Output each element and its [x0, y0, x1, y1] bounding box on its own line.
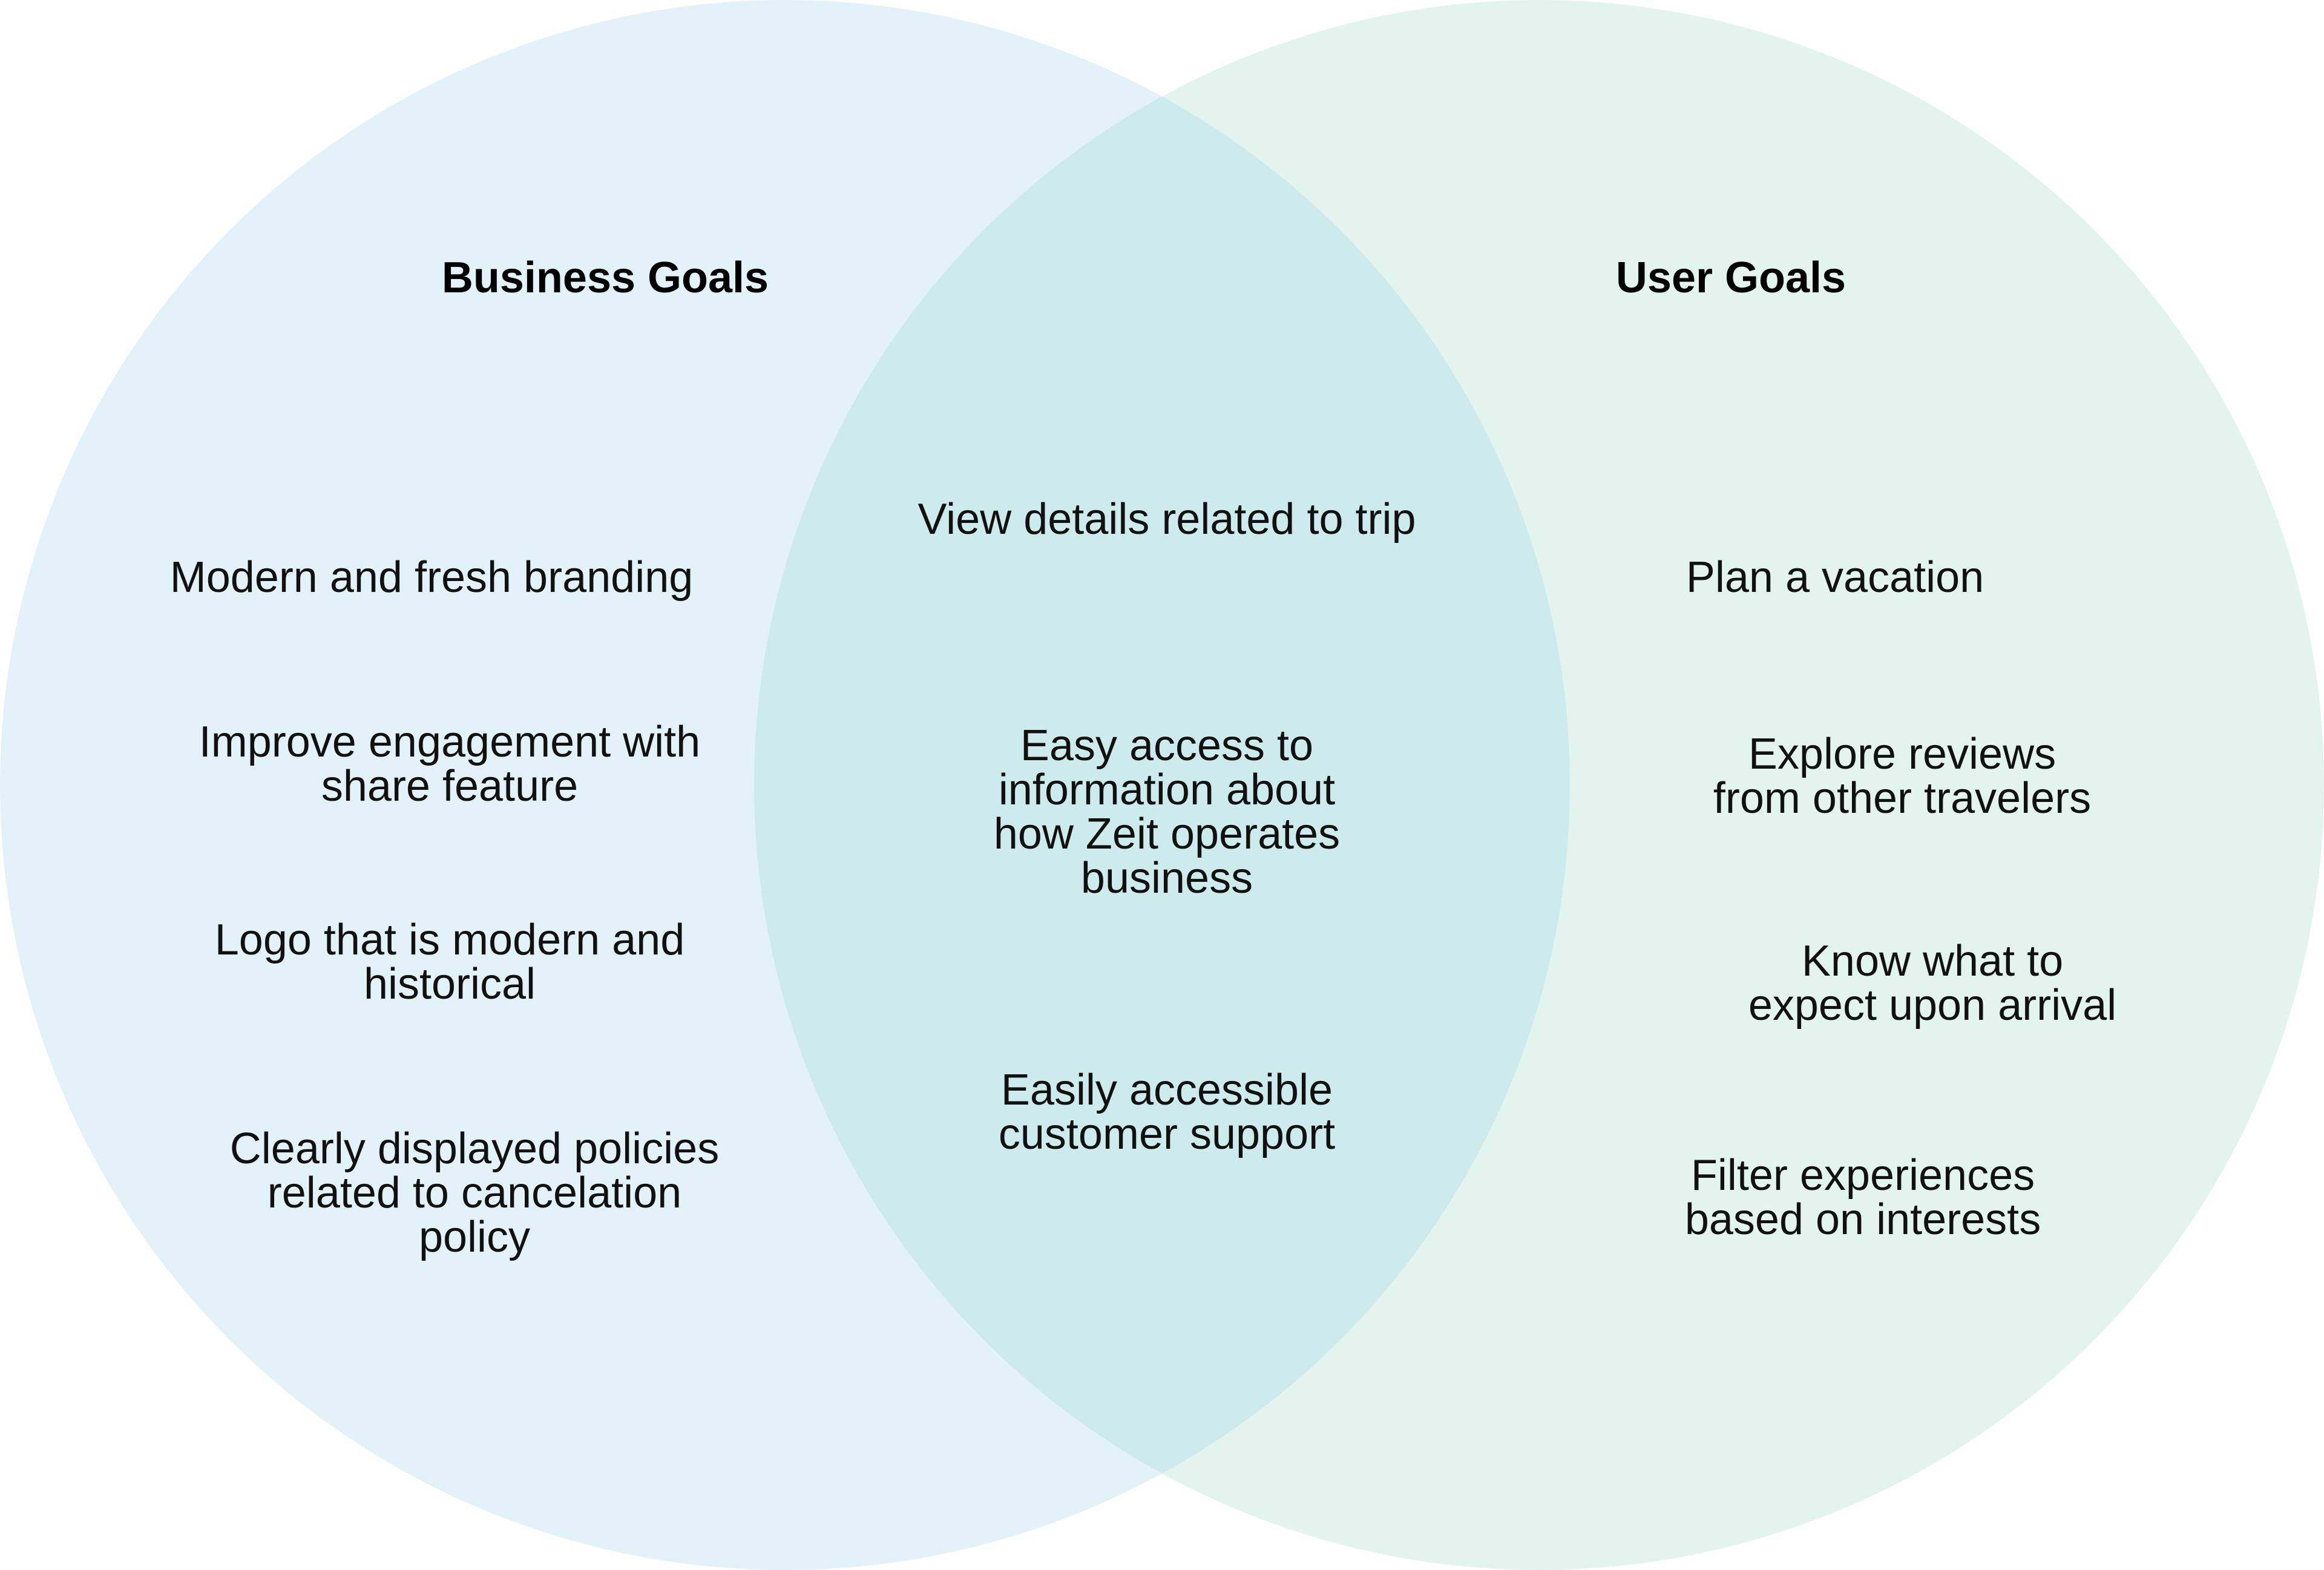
user-goals-heading: User Goals: [1615, 254, 1846, 302]
shared-goal-item: View details related to trip: [917, 495, 1416, 544]
business-goal-item: Modern and fresh branding: [169, 553, 694, 602]
business-goals-heading: Business Goals: [441, 254, 769, 302]
user-goal-item: Plan a vacation: [1686, 553, 1984, 602]
overlap-region: [754, 0, 1570, 1570]
